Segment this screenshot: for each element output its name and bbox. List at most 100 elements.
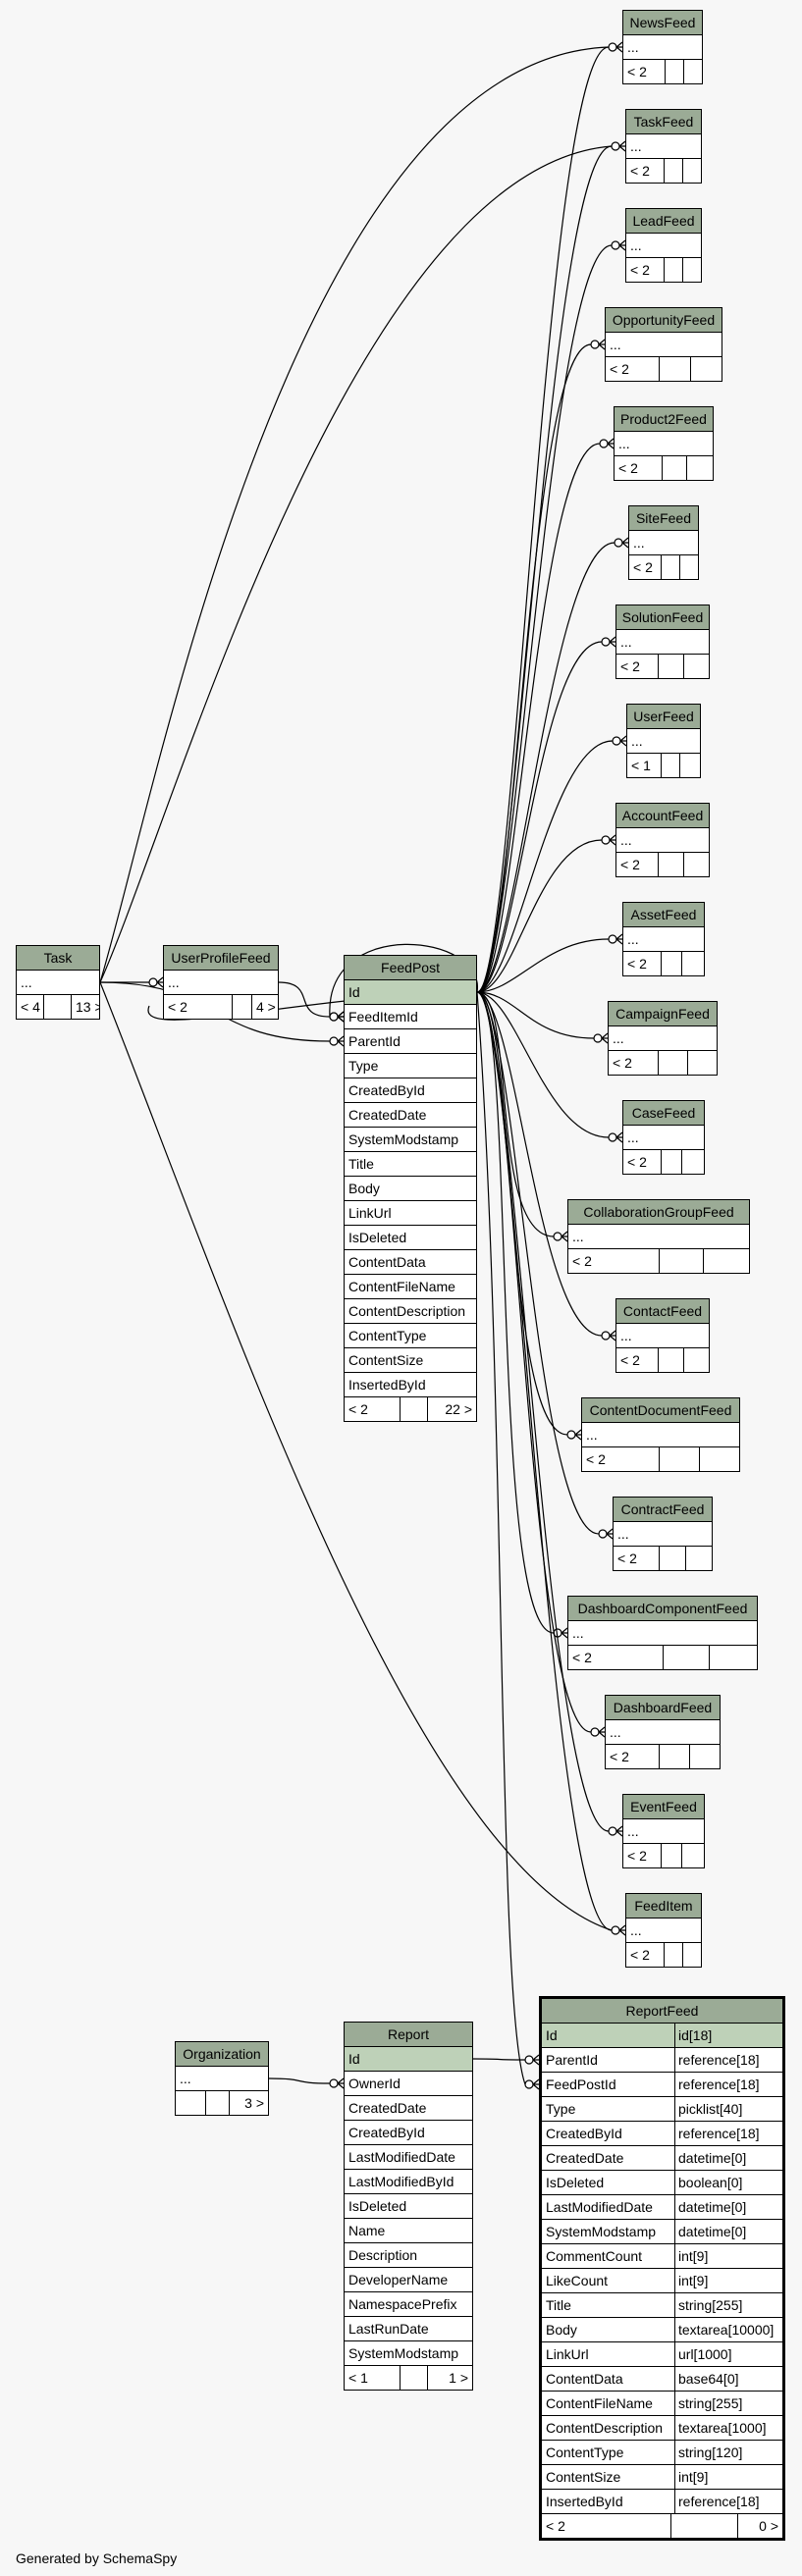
table-column[interactable]: ...	[606, 333, 722, 357]
table-column[interactable]: NamespacePrefix	[345, 2292, 472, 2317]
table-column[interactable]: ...	[609, 1026, 717, 1051]
table-column[interactable]: ...	[623, 927, 704, 952]
table-column[interactable]: ...	[582, 1423, 739, 1447]
table-column[interactable]: ContentDescription	[345, 1299, 476, 1324]
table-column[interactable]: DeveloperName	[345, 2268, 472, 2292]
table-opportunity-feed[interactable]: OpportunityFeed...< 2	[605, 307, 722, 382]
table-contract-feed[interactable]: ContractFeed...< 2	[613, 1497, 713, 1571]
table-column[interactable]: ...	[615, 432, 713, 456]
table-column[interactable]: ...	[616, 1324, 709, 1348]
table-column[interactable]: Body	[345, 1177, 476, 1201]
edge-organization-report	[268, 2077, 331, 2084]
table-column[interactable]: LastRunDate	[345, 2317, 472, 2341]
table-column[interactable]: Type	[345, 1054, 476, 1078]
table-dashboard-component-feed[interactable]: DashboardComponentFeed...< 2	[567, 1596, 758, 1670]
table-column[interactable]: Description	[345, 2243, 472, 2268]
table-column[interactable]: FeedItemId	[345, 1005, 476, 1029]
table-column[interactable]: ...	[616, 630, 709, 655]
table-column[interactable]: InsertedById	[345, 1373, 476, 1397]
table-column[interactable]: Title	[345, 1152, 476, 1177]
table-column[interactable]: Name	[345, 2219, 472, 2243]
table-column[interactable]: ...	[623, 35, 702, 60]
table-case-feed[interactable]: CaseFeed...< 2	[622, 1100, 705, 1175]
table-contact-feed[interactable]: ContactFeed...< 2	[615, 1298, 710, 1373]
table-column[interactable]: ...	[629, 531, 698, 555]
table-event-feed[interactable]: EventFeed...< 2	[622, 1794, 705, 1868]
table-column[interactable]: ...	[626, 134, 701, 159]
table-content-document-feed[interactable]: ContentDocumentFeed...< 2	[581, 1397, 740, 1472]
table-column[interactable]: OwnerId	[345, 2072, 472, 2096]
table-task-feed[interactable]: TaskFeed...< 2	[625, 109, 702, 184]
primary-key-column[interactable]: Id	[345, 2047, 472, 2072]
table-column[interactable]: LastModifiedById	[345, 2170, 472, 2194]
table-column[interactable]: ...	[568, 1621, 757, 1646]
table-column[interactable]: ContentFileName	[345, 1275, 476, 1299]
table-account-feed[interactable]: AccountFeed...< 2	[615, 803, 710, 877]
table-column[interactable]: ParentId	[345, 1029, 476, 1054]
table-column[interactable]: ContentType	[345, 1324, 476, 1348]
table-column[interactable]: CreatedById	[345, 1078, 476, 1103]
table-column[interactable]: ...	[17, 971, 99, 995]
table-column[interactable]: ...	[176, 2067, 268, 2091]
table-column[interactable]: ...	[616, 828, 709, 853]
table-campaign-feed[interactable]: CampaignFeed...< 2	[608, 1001, 718, 1076]
table-column[interactable]: SystemModstamp	[345, 2341, 472, 2366]
table-organization[interactable]: Organization...3 >	[175, 2041, 269, 2116]
table-solution-feed[interactable]: SolutionFeed...< 2	[615, 605, 710, 679]
table-column[interactable]: ...	[626, 234, 701, 258]
table-column[interactable]: ...	[623, 1819, 704, 1844]
table-lead-feed[interactable]: LeadFeed...< 2	[625, 208, 702, 283]
table-asset-feed[interactable]: AssetFeed...< 2	[622, 902, 705, 976]
table-column[interactable]: ...	[626, 1919, 701, 1943]
primary-key-column[interactable]: Id	[345, 980, 476, 1005]
table-column[interactable]: CreatedById	[345, 2121, 472, 2145]
table-column[interactable]: ...	[627, 729, 700, 754]
table-site-feed[interactable]: SiteFeed...< 2	[628, 505, 699, 580]
table-dashboard-feed[interactable]: DashboardFeed...< 2	[605, 1695, 721, 1769]
table-column[interactable]: CreatedDate	[345, 1103, 476, 1128]
table-column[interactable]: IsDeleted	[345, 2194, 472, 2219]
table-column[interactable]: CreatedDate	[345, 2096, 472, 2121]
table-feed-item[interactable]: FeedItem...< 2	[625, 1893, 702, 1968]
table-column[interactable]: SystemModstamp	[345, 1128, 476, 1152]
table-column[interactable]: ...	[164, 971, 278, 995]
table-column[interactable]: ...	[568, 1225, 749, 1249]
table-user-feed[interactable]: UserFeed...< 1	[626, 704, 701, 778]
table-column[interactable]: LastModifiedDate	[345, 2145, 472, 2170]
table-column[interactable]: LinkUrl	[345, 1201, 476, 1226]
table-product2-feed[interactable]: Product2Feed...< 2	[614, 406, 714, 481]
table-column[interactable]: ContentSize	[345, 1348, 476, 1373]
table-column[interactable]: ...	[606, 1720, 720, 1745]
table-news-feed[interactable]: NewsFeed...< 2	[622, 10, 703, 84]
table-column[interactable]: ...	[614, 1522, 712, 1547]
table-column[interactable]: IsDeleted	[345, 1226, 476, 1250]
table-column[interactable]: ContentData	[345, 1250, 476, 1275]
table-collaboration-group-feed[interactable]: CollaborationGroupFeed...< 2	[567, 1199, 750, 1274]
table-column[interactable]: ...	[623, 1126, 704, 1150]
